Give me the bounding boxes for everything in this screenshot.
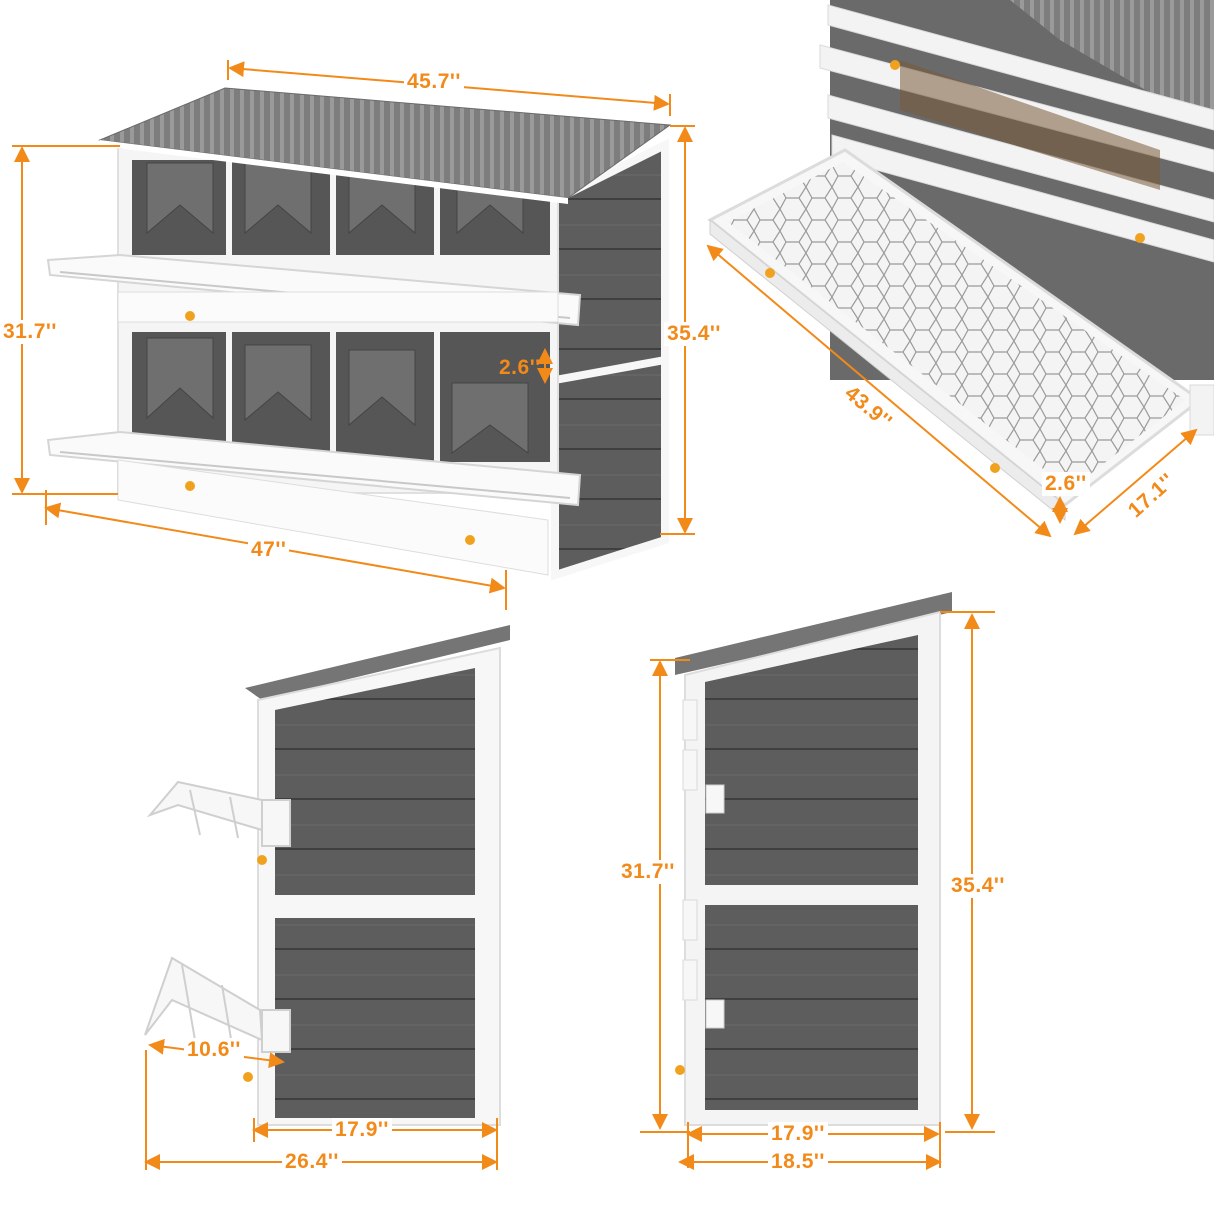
side-knob	[243, 1072, 253, 1082]
side-roof	[245, 625, 510, 700]
dim-label-side-perch-depth: 10.6''	[184, 1038, 244, 1062]
back-door-upper	[705, 635, 918, 885]
back-view	[675, 592, 952, 1126]
side-view	[144, 625, 510, 1126]
dim-label-front-width-bottom: 47''	[248, 538, 290, 562]
drawer-knob	[1135, 233, 1145, 243]
back-door-lower	[705, 905, 918, 1110]
nest-curtain	[244, 344, 312, 422]
back-roof	[675, 592, 952, 675]
drawer-knob	[465, 535, 475, 545]
dim-line-43-9	[706, 244, 1052, 538]
bottom-perch	[46, 430, 582, 507]
nest-straw	[900, 60, 1160, 190]
dim-label-back-inner-depth: 17.9''	[768, 1122, 828, 1146]
dim-label-back-height-right: 35.4''	[948, 874, 1008, 898]
drawer-knob	[185, 311, 195, 321]
dim-line-17-1	[1073, 428, 1198, 536]
dim-label-front-height-right: 35.4''	[664, 322, 724, 346]
dim-label-front-height-left: 31.7''	[0, 320, 60, 344]
dim-label-side-total-depth: 26.4''	[282, 1150, 342, 1174]
dim-label-back-total-depth: 18.5''	[768, 1150, 828, 1174]
tray-view	[707, 0, 1214, 522]
dim-label-tray-lip: 2.6''	[1042, 472, 1090, 496]
back-knob	[675, 1065, 685, 1075]
nest-curtain	[348, 349, 416, 427]
door-latch	[705, 999, 725, 1029]
front-view	[46, 87, 672, 581]
nest-curtain	[146, 162, 214, 235]
nest-curtain	[451, 382, 529, 454]
side-perch-upper	[146, 780, 291, 847]
side-panel-lower	[275, 918, 475, 1118]
dim-label-perch-gap: 2.6''	[499, 356, 541, 379]
dim-label-side-inner-depth: 17.9''	[332, 1118, 392, 1142]
tray-knob	[990, 463, 1000, 473]
dim-label-front-width-top: 45.7''	[404, 70, 464, 94]
side-panel-upper	[275, 668, 475, 895]
tray-knob	[765, 268, 775, 278]
dim-label-back-height-left: 31.7''	[618, 860, 678, 884]
door-latch	[705, 784, 725, 814]
drawer-knob	[185, 481, 195, 491]
nest-curtain	[146, 337, 214, 420]
drawer-knob	[890, 60, 900, 70]
side-knob	[257, 855, 267, 865]
